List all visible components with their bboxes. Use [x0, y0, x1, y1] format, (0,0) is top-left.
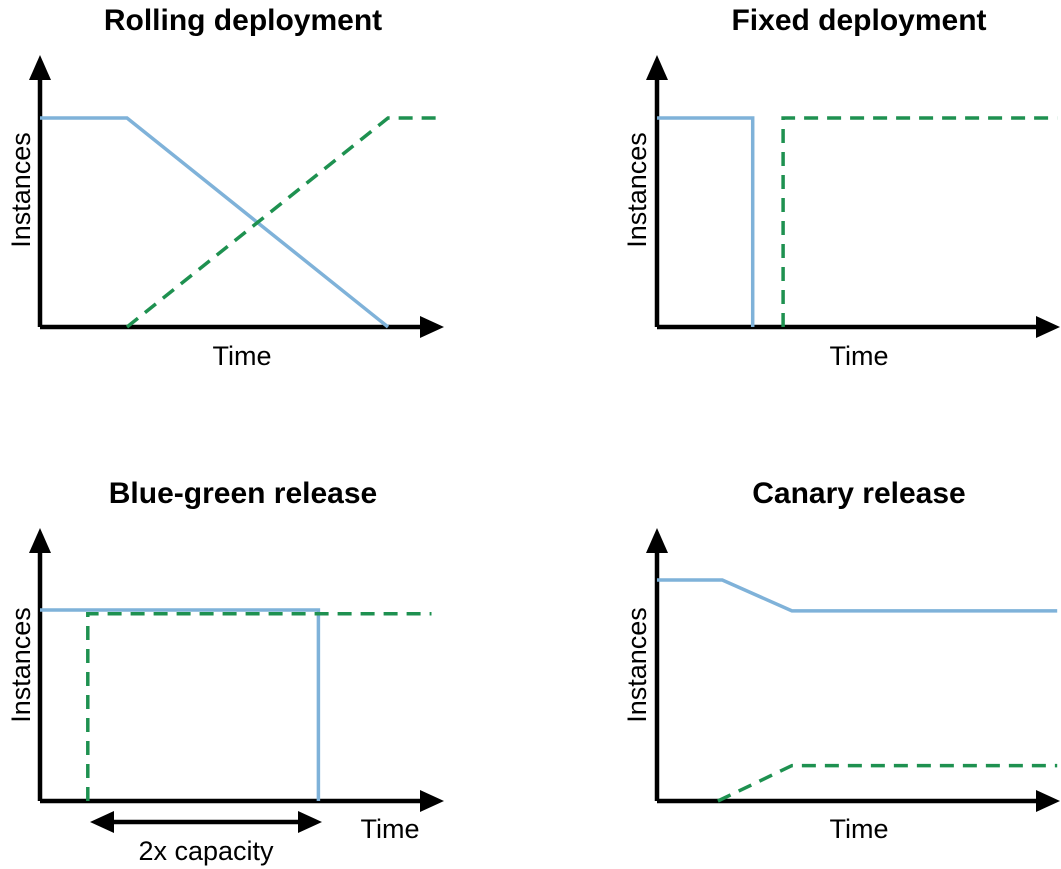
y-axis-arrow-icon	[646, 528, 668, 553]
panel-canary-release: Canary release Time Instances	[622, 477, 1060, 844]
y-axis-label: Instances	[6, 132, 36, 248]
x-axis-arrow-icon	[420, 316, 444, 338]
y-axis-label: Instances	[622, 132, 652, 248]
panel-blue-green-release: Blue-green release Time Instances 2x cap…	[6, 477, 444, 866]
y-axis-arrow-icon	[646, 55, 668, 80]
capacity-label: 2x capacity	[138, 836, 274, 866]
new-version-line	[125, 116, 441, 329]
panel-fixed-deployment: Fixed deployment Time Instances	[622, 4, 1060, 371]
old-version-line	[657, 578, 1058, 613]
old-version-line	[657, 116, 755, 327]
panel-title: Rolling deployment	[104, 4, 382, 37]
y-axis-arrow-icon	[29, 55, 51, 80]
x-axis-label: Time	[830, 814, 889, 844]
capacity-annotation: 2x capacity	[90, 811, 322, 866]
x-axis-label: Time	[830, 341, 889, 371]
y-axis-label: Instances	[6, 607, 36, 723]
x-axis-arrow-icon	[420, 790, 444, 812]
capacity-left-arrow-icon	[90, 811, 114, 833]
old-version-line	[40, 116, 390, 329]
x-axis-label: Time	[213, 341, 272, 371]
capacity-right-arrow-icon	[298, 811, 322, 833]
panel-title: Canary release	[752, 477, 966, 510]
y-axis-arrow-icon	[29, 528, 51, 553]
new-version-line	[86, 612, 432, 801]
y-axis-label: Instances	[622, 607, 652, 723]
old-version-line	[40, 608, 321, 801]
panel-rolling-deployment: Rolling deployment Time Instances	[6, 4, 444, 371]
new-version-line	[717, 763, 1058, 803]
x-axis-label: Time	[361, 814, 420, 844]
x-axis-arrow-icon	[1036, 316, 1060, 338]
panel-title: Fixed deployment	[731, 4, 986, 37]
panel-title: Blue-green release	[109, 477, 377, 510]
x-axis-arrow-icon	[1036, 790, 1060, 812]
new-version-line	[781, 116, 1058, 327]
